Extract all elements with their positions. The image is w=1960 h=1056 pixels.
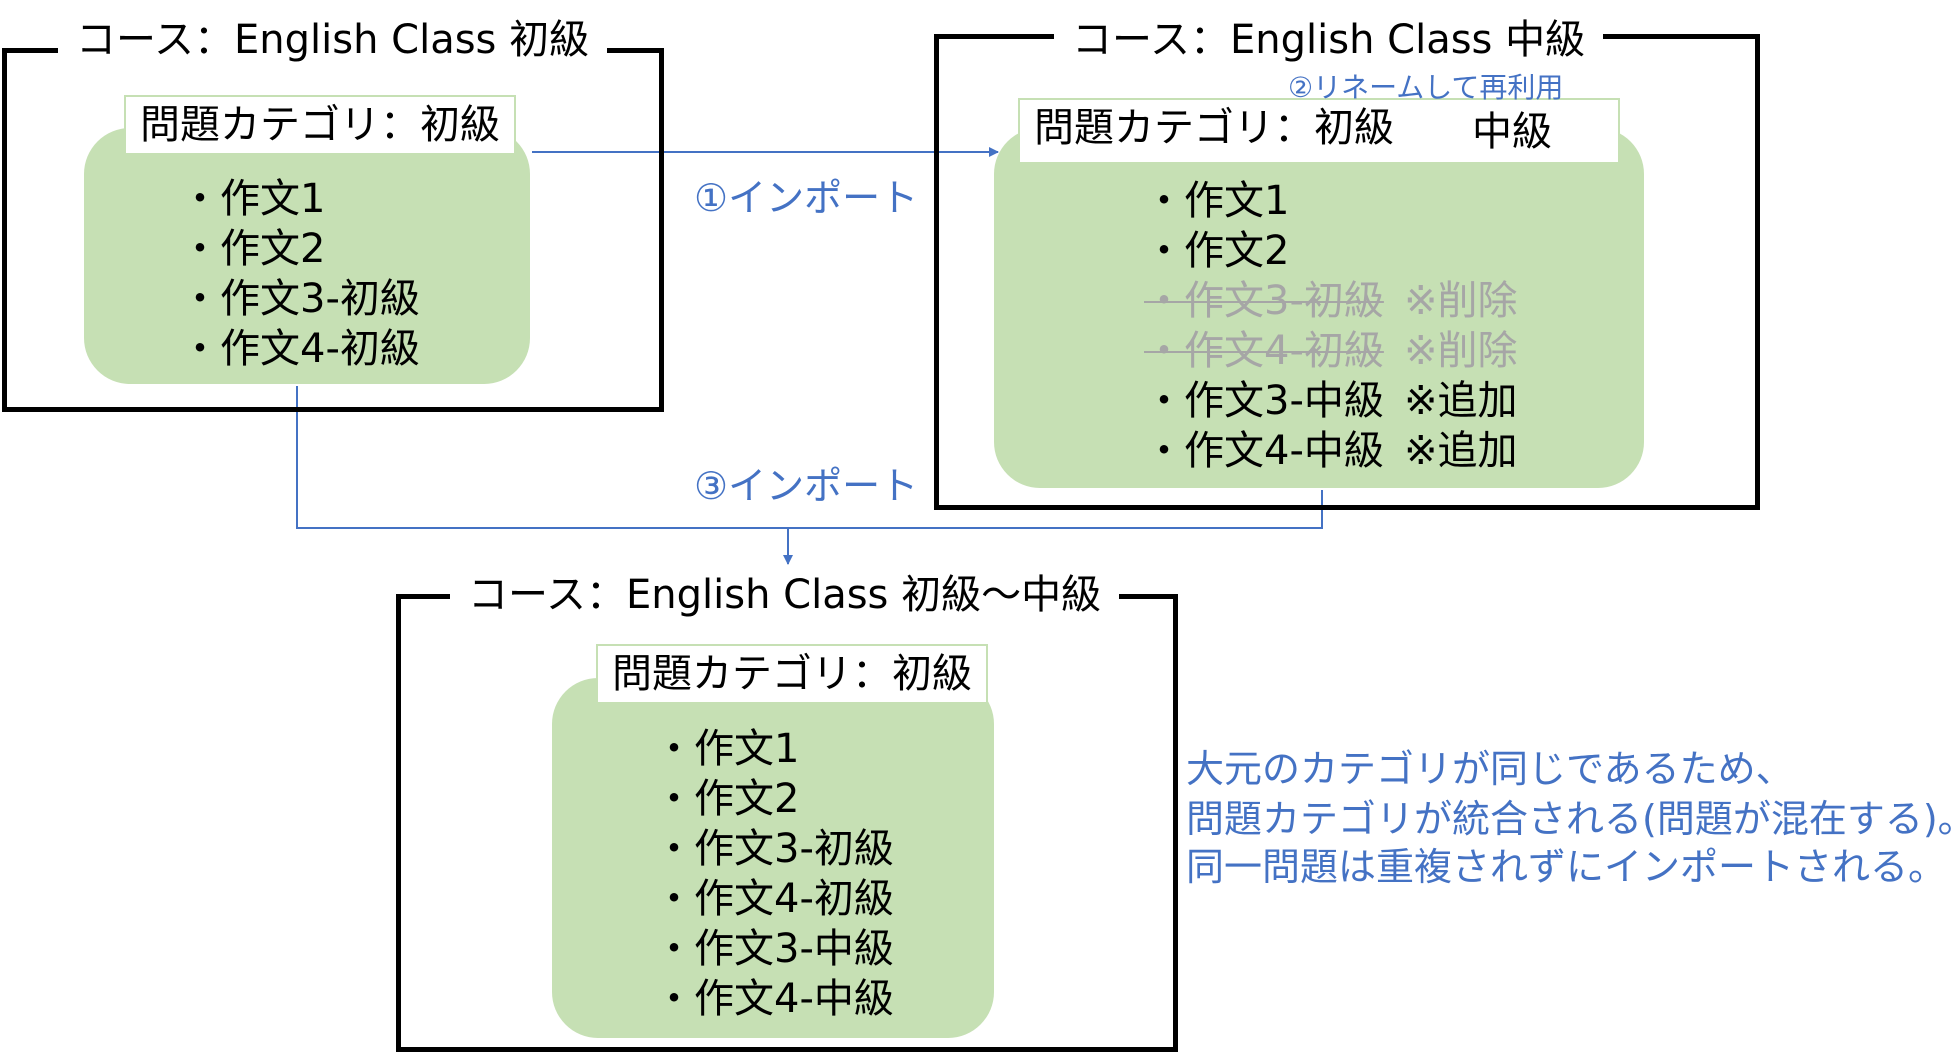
- item-note-added: ※追加: [1404, 428, 1518, 474]
- course-intermediate-title: コース：English Class 中級: [1054, 15, 1604, 65]
- category-intermediate-from: 問題カテゴリ：初級: [1034, 105, 1394, 151]
- item-note-deleted: ※削除: [1404, 278, 1518, 324]
- list-item-deleted: ・作文4-初級: [1144, 328, 1384, 374]
- list-item: ・作文1: [1144, 178, 1290, 224]
- list-item: ・作文2: [654, 776, 800, 822]
- category-intermediate-label: 問題カテゴリ：初級 中級: [1018, 98, 1620, 164]
- list-item: ・作文4-初級: [180, 326, 420, 372]
- explanation-line: 大元のカテゴリが同じであるため、: [1186, 747, 1794, 791]
- import-3-label: ③インポート: [694, 464, 919, 508]
- list-item: ・作文4-中級: [1144, 428, 1384, 474]
- list-item: ・作文1: [654, 726, 800, 772]
- list-item: ・作文3-初級: [180, 276, 420, 322]
- course-combined-title: コース：English Class 初級～中級: [450, 570, 1120, 620]
- category-intermediate-to: 中級: [1472, 109, 1552, 155]
- category-intermediate-box: [994, 128, 1644, 488]
- rename-note: ②リネームして再利用: [1288, 71, 1564, 104]
- list-item-deleted: ・作文3-初級: [1144, 278, 1384, 324]
- list-item: ・作文2: [180, 226, 326, 272]
- list-item: ・作文3-初級: [654, 826, 894, 872]
- list-item: ・作文2: [1144, 228, 1290, 274]
- item-note-added: ※追加: [1404, 378, 1518, 424]
- list-item: ・作文4-中級: [654, 976, 894, 1022]
- explanation-line: 同一問題は重複されずにインポートされる。: [1186, 845, 1947, 889]
- category-combined-box: [552, 678, 994, 1038]
- list-item: ・作文4-初級: [654, 876, 894, 922]
- category-beginner-label: 問題カテゴリ：初級: [124, 95, 516, 155]
- category-combined-label: 問題カテゴリ：初級: [596, 644, 988, 704]
- item-note-deleted: ※削除: [1404, 328, 1518, 374]
- explanation-line: 問題カテゴリが統合される(問題が混在する)。: [1186, 797, 1960, 841]
- course-beginner-title: コース：English Class 初級: [58, 15, 608, 65]
- list-item: ・作文1: [180, 176, 326, 222]
- list-item: ・作文3-中級: [654, 926, 894, 972]
- category-beginner-box: [84, 128, 530, 384]
- list-item: ・作文3-中級: [1144, 378, 1384, 424]
- import-1-label: ①インポート: [694, 176, 919, 220]
